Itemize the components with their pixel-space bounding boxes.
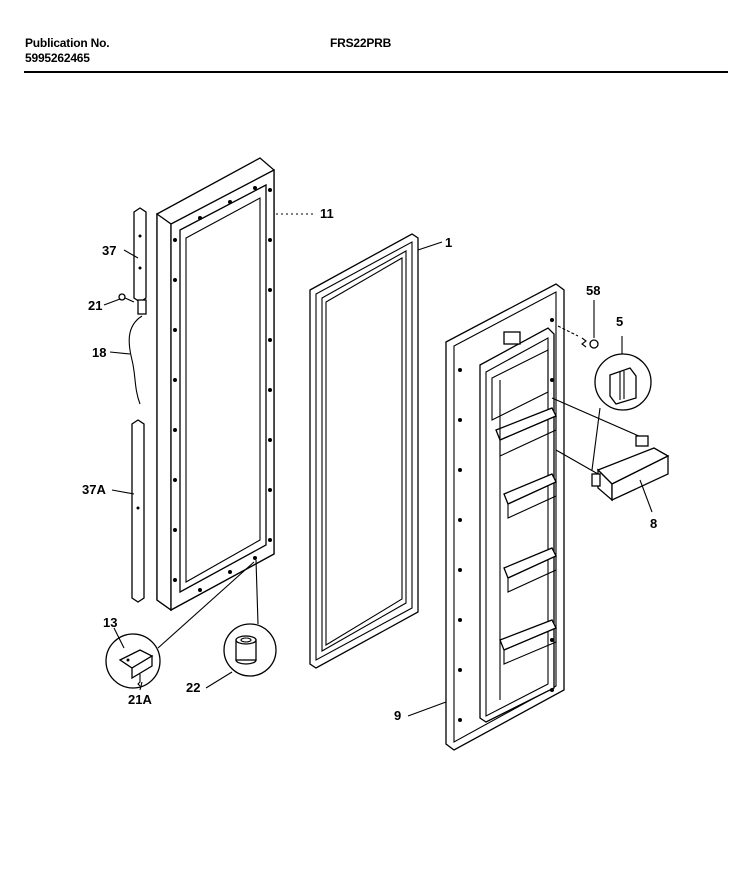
trim-strip-part-37a <box>131 419 145 603</box>
callout-1: 1 <box>445 235 452 250</box>
callout-leaders <box>103 213 653 717</box>
model-number: FRS22PRB <box>330 36 392 50</box>
callout-labels: 11 1 37 21 18 37A 13 21A 22 58 5 8 9 <box>82 206 657 723</box>
clip-detail-part-5 <box>591 336 652 471</box>
header-rule <box>24 71 728 73</box>
callout-37: 37 <box>102 243 116 258</box>
callout-21a: 21A <box>128 692 152 707</box>
hinge-bracket-part-13 <box>105 633 161 689</box>
bracket-leader <box>157 561 255 649</box>
bushing-part-22 <box>223 559 277 677</box>
screw-part-58 <box>581 300 599 349</box>
door-bin-part-8 <box>551 397 670 502</box>
publication-number: 5995262465 <box>25 51 90 65</box>
inner-door-panel-part-9 <box>445 283 565 751</box>
callout-58: 58 <box>586 283 600 298</box>
hinge-wire-part-18 <box>128 315 143 405</box>
callout-5: 5 <box>616 314 623 329</box>
publication-label: Publication No. <box>25 36 110 50</box>
door-gasket-part-1 <box>309 233 419 669</box>
trim-strip-part-37 <box>133 207 147 303</box>
screw-leader <box>557 325 579 337</box>
callout-11: 11 <box>320 206 334 221</box>
callout-8: 8 <box>650 516 657 531</box>
door-frame-part-11 <box>156 157 275 612</box>
callout-13: 13 <box>103 615 117 630</box>
screw-part-21 <box>118 293 147 315</box>
callout-21: 21 <box>88 298 102 313</box>
callout-37a: 37A <box>82 482 106 497</box>
callout-22: 22 <box>186 680 200 695</box>
callout-18: 18 <box>92 345 106 360</box>
callout-9: 9 <box>394 708 401 723</box>
